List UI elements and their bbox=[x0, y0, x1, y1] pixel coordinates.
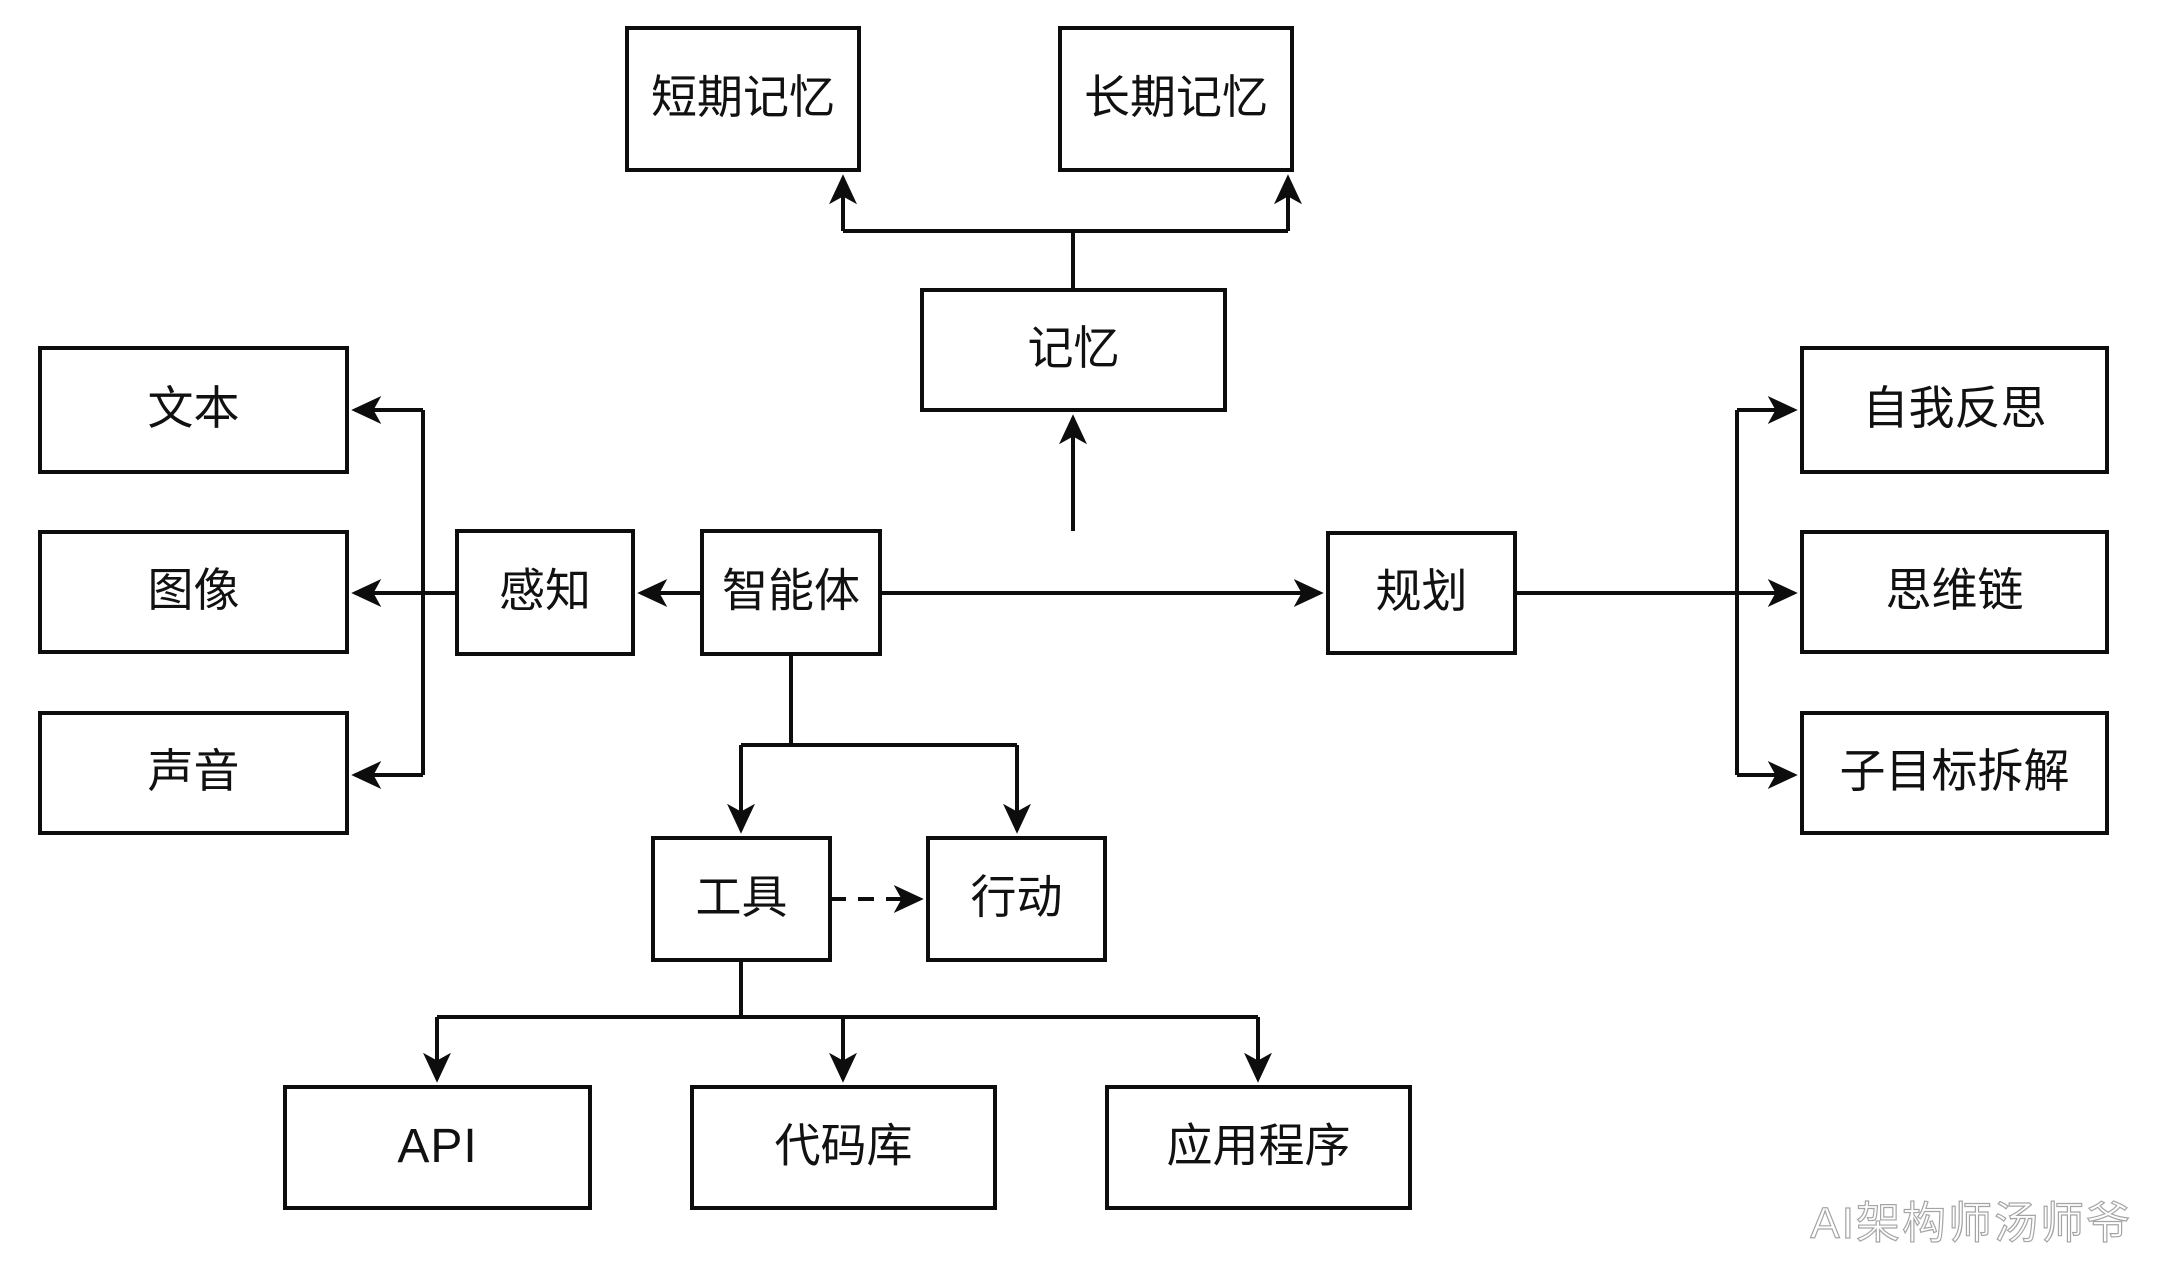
node-label-memory: 记忆 bbox=[1028, 322, 1120, 374]
node-box-application[interactable] bbox=[1105, 1085, 1412, 1210]
node-box-short_term_memory[interactable] bbox=[625, 26, 861, 172]
node-api[interactable]: API bbox=[283, 1085, 592, 1210]
node-label-chain_of_thought: 思维链 bbox=[1886, 564, 2024, 616]
node-box-chain_of_thought[interactable] bbox=[1800, 530, 2109, 654]
node-application[interactable]: 应用程序 bbox=[1105, 1085, 1412, 1210]
node-label-voice: 声音 bbox=[148, 745, 240, 797]
node-action[interactable]: 行动 bbox=[926, 836, 1107, 962]
node-label-planning: 规划 bbox=[1376, 565, 1468, 617]
node-label-self_reflection: 自我反思 bbox=[1863, 382, 2047, 434]
node-box-api[interactable] bbox=[283, 1085, 592, 1210]
node-image[interactable]: 图像 bbox=[38, 530, 349, 654]
node-perception[interactable]: 感知 bbox=[455, 529, 635, 656]
node-planning[interactable]: 规划 bbox=[1326, 531, 1517, 655]
node-box-memory[interactable] bbox=[920, 288, 1227, 412]
node-chain_of_thought[interactable]: 思维链 bbox=[1800, 530, 2109, 654]
node-tools[interactable]: 工具 bbox=[651, 836, 832, 962]
node-box-image[interactable] bbox=[38, 530, 349, 654]
edge-layer bbox=[351, 174, 1798, 1083]
node-text[interactable]: 文本 bbox=[38, 346, 349, 474]
node-box-self_reflection[interactable] bbox=[1800, 346, 2109, 474]
node-agent[interactable]: 智能体 bbox=[700, 529, 882, 656]
node-memory[interactable]: 记忆 bbox=[920, 288, 1227, 412]
node-subgoal_decomposition[interactable]: 子目标拆解 bbox=[1800, 711, 2109, 835]
node-label-api: API bbox=[397, 1120, 477, 1173]
node-box-long_term_memory[interactable] bbox=[1058, 26, 1294, 172]
node-code_repository[interactable]: 代码库 bbox=[690, 1085, 997, 1210]
node-label-perception: 感知 bbox=[499, 565, 591, 617]
watermark-text: AI架构师汤师爷 bbox=[1810, 1198, 2132, 1248]
node-label-action: 行动 bbox=[971, 871, 1063, 923]
node-label-agent: 智能体 bbox=[722, 565, 860, 617]
node-box-text[interactable] bbox=[38, 346, 349, 474]
node-voice[interactable]: 声音 bbox=[38, 711, 349, 835]
node-box-agent[interactable] bbox=[700, 529, 882, 656]
node-label-code_repository: 代码库 bbox=[775, 1120, 913, 1172]
node-label-tools: 工具 bbox=[696, 871, 788, 923]
node-label-image: 图像 bbox=[148, 564, 240, 616]
node-box-planning[interactable] bbox=[1326, 531, 1517, 655]
node-label-subgoal_decomposition: 子目标拆解 bbox=[1840, 745, 2070, 797]
node-box-subgoal_decomposition[interactable] bbox=[1800, 711, 2109, 835]
node-self_reflection[interactable]: 自我反思 bbox=[1800, 346, 2109, 474]
node-box-action[interactable] bbox=[926, 836, 1107, 962]
node-short_term_memory[interactable]: 短期记忆 bbox=[625, 26, 861, 172]
node-label-application: 应用程序 bbox=[1167, 1120, 1351, 1172]
node-label-short_term_memory: 短期记忆 bbox=[651, 71, 835, 123]
node-label-text: 文本 bbox=[148, 382, 240, 434]
node-box-perception[interactable] bbox=[455, 529, 635, 656]
node-long_term_memory[interactable]: 长期记忆 bbox=[1058, 26, 1294, 172]
node-box-tools[interactable] bbox=[651, 836, 832, 962]
node-box-voice[interactable] bbox=[38, 711, 349, 835]
node-label-long_term_memory: 长期记忆 bbox=[1084, 71, 1268, 123]
node-box-code_repository[interactable] bbox=[690, 1085, 997, 1210]
